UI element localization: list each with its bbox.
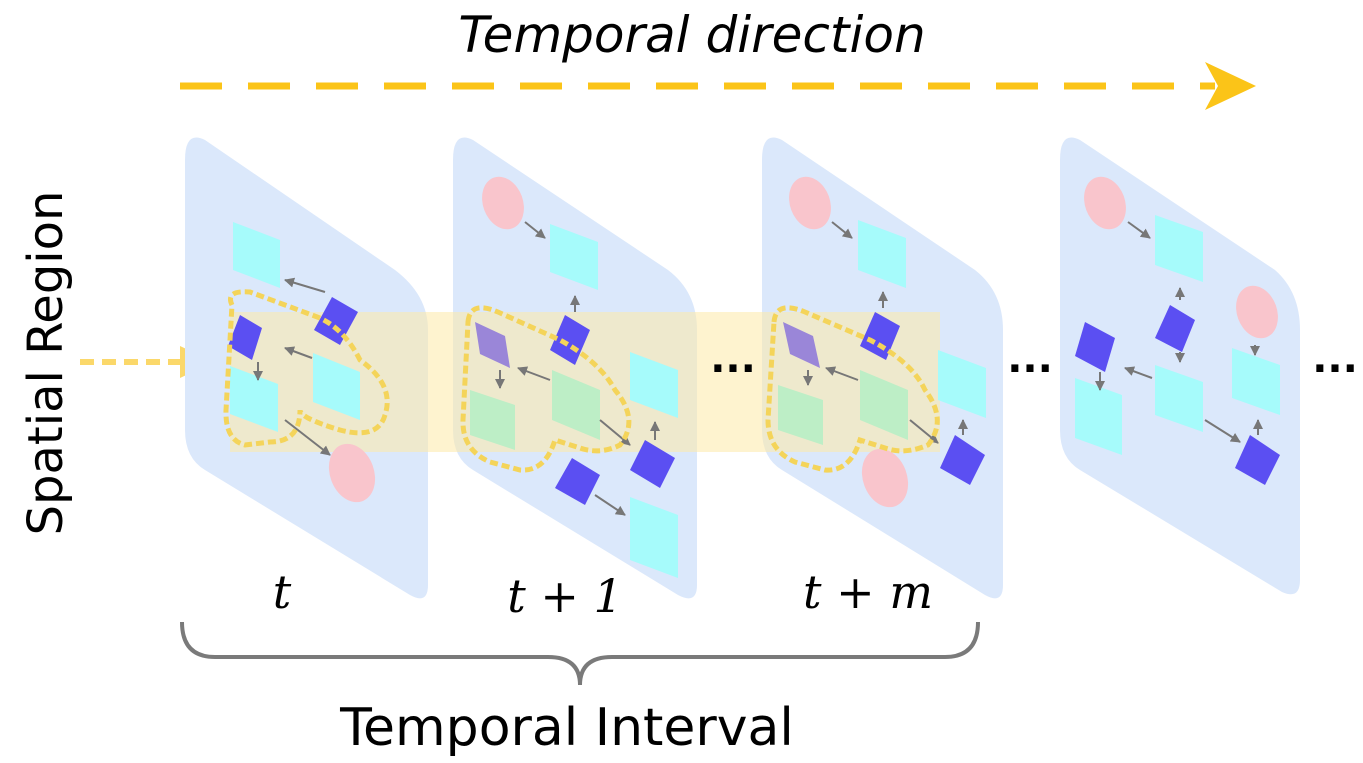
frame-t-plus-1-graph: [460, 176, 678, 578]
frame-future-graph: [1075, 176, 1280, 485]
temporal-interval-label: Temporal Interval: [339, 698, 794, 758]
node-blue: [555, 458, 600, 505]
frame-label-t: t: [273, 565, 292, 619]
region-outline: [460, 305, 632, 473]
node-cyan: [230, 366, 278, 432]
region-outline: [223, 289, 390, 448]
node-cyan: [550, 224, 598, 290]
frame-t-graph: [223, 222, 390, 503]
node-blue: [228, 315, 262, 360]
node-green: [778, 385, 823, 445]
node-cyan: [858, 220, 906, 288]
node-cyan: [1075, 378, 1122, 455]
region-outline: [765, 305, 940, 473]
frame-future: [1060, 137, 1300, 595]
frame-t-plus-m-graph: [765, 176, 986, 508]
node-pink: [789, 176, 831, 230]
node-green: [552, 370, 600, 440]
node-green: [470, 390, 515, 450]
node-blue: [1155, 305, 1195, 352]
node-cyan: [938, 350, 986, 418]
frame-label-t-plus-1: t + 1: [507, 569, 623, 623]
node-blue: [630, 440, 675, 488]
node-green: [860, 370, 908, 440]
temporal-interval-brace: [180, 621, 980, 686]
frame-label-t-plus-m: t + m: [803, 565, 933, 619]
node-blue: [1075, 322, 1115, 372]
spatial-region-label: Spatial Region: [18, 191, 74, 536]
node-cyan: [630, 352, 678, 418]
node-cyan: [313, 353, 360, 420]
node-purple: [783, 322, 820, 368]
diagram-title: Temporal direction: [458, 6, 925, 64]
node-pink: [482, 176, 524, 230]
ellipsis-1: ···: [710, 346, 756, 392]
node-blue: [940, 435, 985, 485]
node-cyan: [1155, 215, 1203, 282]
node-cyan: [1155, 365, 1203, 432]
node-pink: [1084, 176, 1126, 230]
node-purple: [475, 322, 510, 368]
node-pink: [1236, 285, 1278, 339]
node-blue: [550, 315, 590, 365]
ellipsis-2: ···: [1007, 346, 1053, 392]
node-cyan: [233, 222, 280, 288]
node-blue: [860, 312, 900, 360]
node-blue: [314, 297, 358, 345]
node-cyan: [630, 497, 678, 578]
ellipsis-3: ···: [1312, 346, 1358, 392]
node-pink: [861, 448, 909, 508]
temporal-direction-arrow: [180, 62, 1256, 110]
node-pink: [328, 443, 376, 503]
node-cyan: [1232, 348, 1280, 415]
node-blue: [1235, 435, 1280, 485]
